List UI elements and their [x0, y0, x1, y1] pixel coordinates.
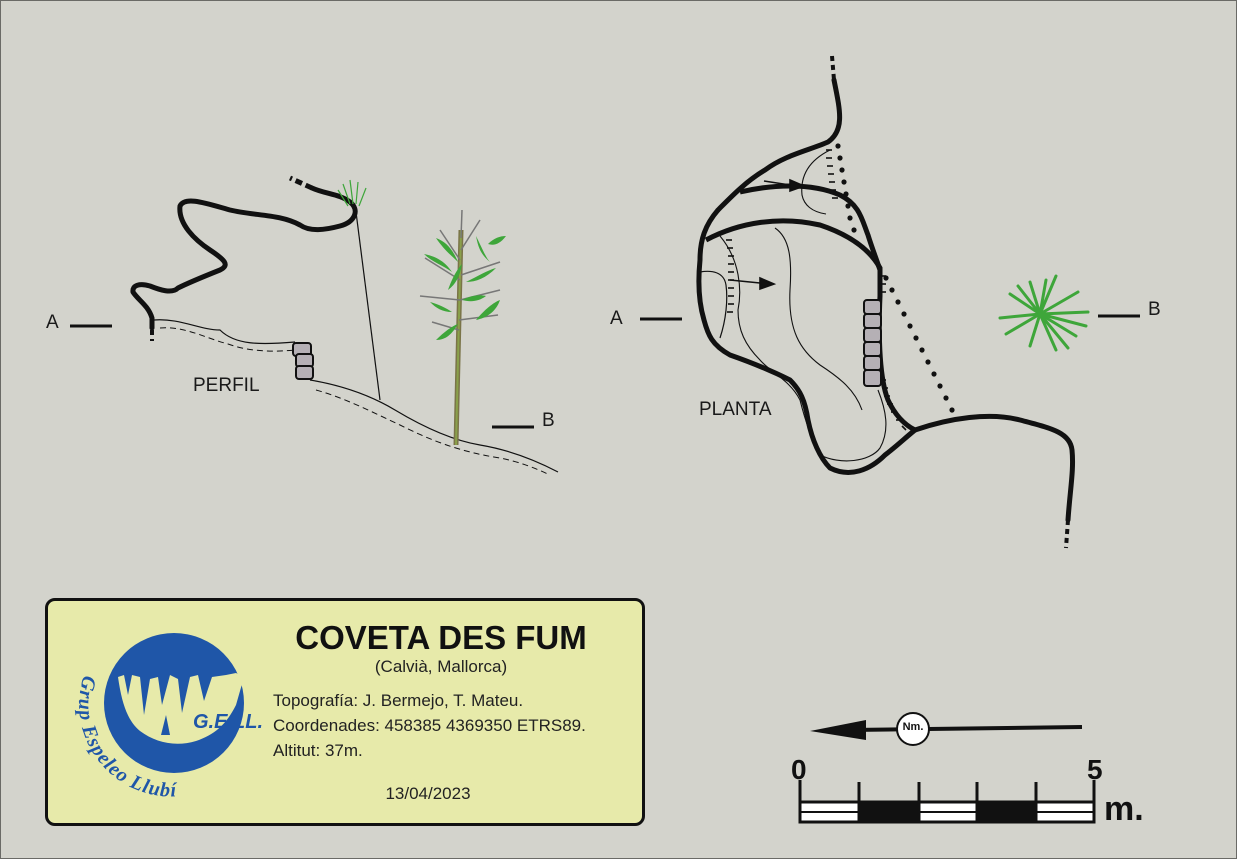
tree-icon — [419, 209, 506, 446]
north-label: Nm. — [902, 721, 924, 733]
profile-cave-outline — [130, 185, 358, 331]
scale-start: 0 — [791, 754, 807, 785]
coordinates: Coordenades: 458385 4369350 ETRS89. — [273, 716, 586, 735]
profile-section-a: A — [46, 312, 59, 333]
north-arrow-icon — [810, 712, 1083, 746]
plan-section-a: A — [610, 308, 623, 329]
altitude: Altitut: 37m. — [273, 741, 363, 760]
grass-icon — [337, 179, 367, 207]
profile-section-b: B — [542, 410, 555, 431]
plan-dripline — [835, 143, 955, 413]
scale-end: 5 — [1087, 754, 1103, 785]
shrub-icon — [998, 274, 1090, 352]
title-box: Grup Espeleo Llubí G.E.LL. COVETA DES FU… — [45, 598, 645, 826]
plan-blocks — [863, 299, 882, 387]
cave-location: (Calvià, Mallorca) — [374, 657, 508, 676]
profile-label: PERFIL — [193, 375, 260, 396]
profile-blocks — [292, 342, 314, 380]
plan-slope-arrows — [729, 178, 807, 291]
club-logo: Grup Espeleo Llubí G.E.LL. — [66, 615, 266, 815]
plan-label: PLANTA — [699, 399, 772, 420]
scale-unit: m. — [1104, 790, 1144, 828]
topography-credit: Topografía: J. Bermejo, T. Mateu. — [273, 691, 524, 710]
plan-hatching — [726, 149, 907, 431]
cave-title: COVETA DES FUM — [295, 619, 587, 656]
survey-date: 13/04/2023 — [385, 784, 471, 803]
plan-section-b: B — [1148, 299, 1161, 320]
scale-bar — [798, 780, 1096, 824]
club-abbreviation: G.E.LL. — [193, 711, 263, 733]
